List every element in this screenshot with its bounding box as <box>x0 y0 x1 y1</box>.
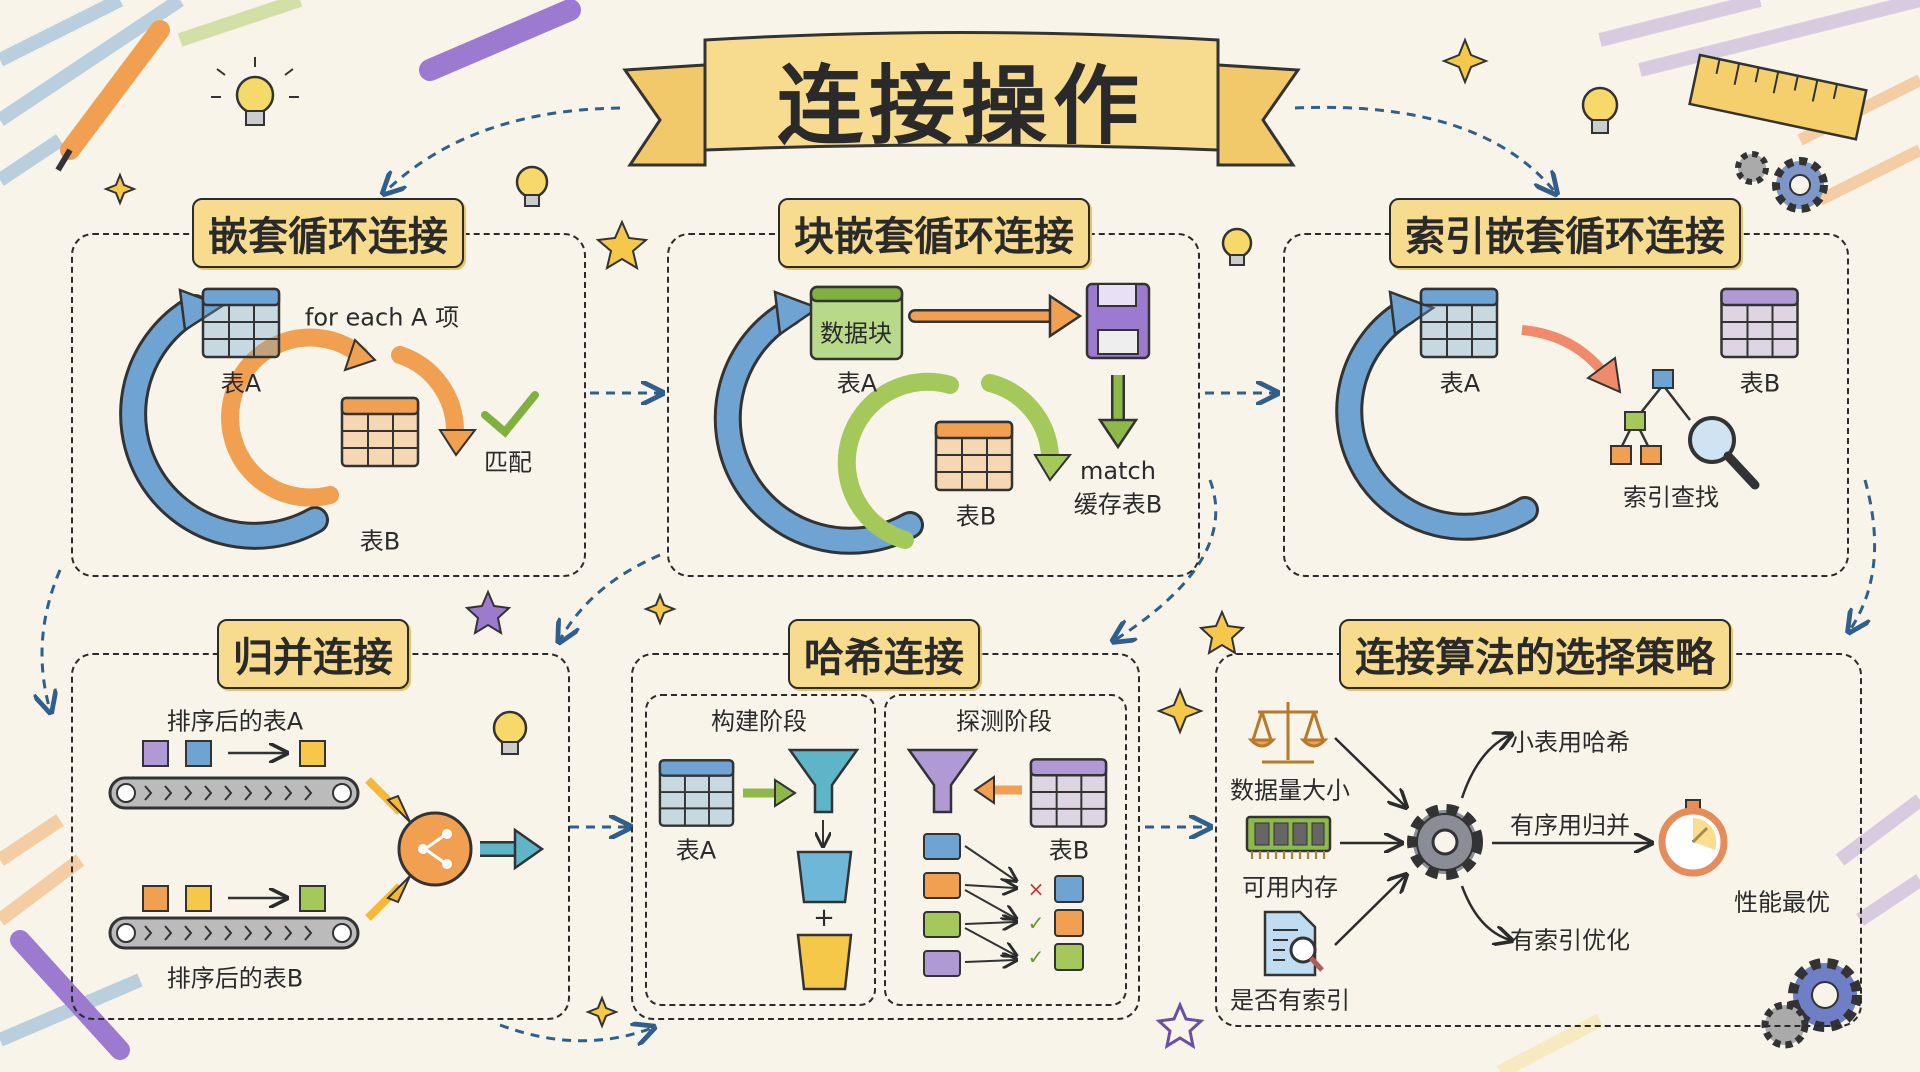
memory-icon <box>1245 815 1332 859</box>
checkmark-icon <box>481 391 539 438</box>
index-lookup-label: 索引查找 <box>1623 483 1719 512</box>
arrow-right-icon <box>513 827 545 871</box>
lightbulb-icon <box>515 165 549 207</box>
flow-connectors <box>42 105 1877 1040</box>
star-icon <box>1155 1001 1205 1050</box>
lightbulb-icon <box>1221 227 1253 266</box>
gear-icon <box>1735 151 1769 185</box>
panel-title: 哈希连接 <box>788 619 980 689</box>
input-memory: 可用内存 <box>1242 873 1338 902</box>
arrow-right-icon <box>774 778 797 808</box>
funnel-icon <box>906 748 979 814</box>
bucket-icon <box>796 933 853 991</box>
panel-index-nested-loop-join <box>1283 233 1849 577</box>
page-title: 连接操作 <box>777 56 1145 157</box>
probe-phase-box <box>884 694 1127 1006</box>
build-phase-box <box>645 694 876 1006</box>
hash-join-graphics <box>658 748 1108 991</box>
match-label: match <box>1080 457 1156 485</box>
table-b-label: 表B <box>1739 369 1781 398</box>
document-search-icon <box>1263 910 1324 977</box>
index-nested-loop-graphics <box>1335 287 1799 541</box>
title-banner <box>622 31 1301 167</box>
merge-icon <box>397 811 473 887</box>
panel-title: 嵌套循环连接 <box>192 198 464 268</box>
probe-phase-label: 探测阶段 <box>956 707 1052 736</box>
star-icon <box>464 589 512 636</box>
gear-icon <box>1407 804 1483 880</box>
block-nested-loop-graphics <box>713 282 1151 555</box>
pencil-icon <box>10 930 130 1060</box>
magnifier-icon <box>1688 416 1760 490</box>
match-label: 匹配 <box>484 448 532 477</box>
merge-join-graphics <box>108 740 545 950</box>
no-match-mark: × <box>1027 877 1045 901</box>
data-block-label: 数据块 <box>820 319 892 348</box>
sorted-b-label: 排序后的表B <box>166 964 304 993</box>
crayon-icon <box>419 0 581 81</box>
panel-title: 块嵌套循环连接 <box>778 198 1090 268</box>
loop-text: for each A 项 <box>304 303 460 332</box>
conveyor-belt-icon <box>108 776 360 810</box>
panel-title: 归并连接 <box>217 619 409 689</box>
bucket-icon <box>796 850 853 904</box>
plus-sign: + <box>813 903 835 933</box>
input-index: 是否有索引 <box>1230 986 1350 1015</box>
result-label: 性能最优 <box>1734 888 1830 917</box>
table-b-label: 表B <box>955 502 997 531</box>
gear-icon <box>1772 157 1828 213</box>
table-a-label: 表A <box>1439 369 1481 398</box>
input-data-size: 数据量大小 <box>1230 776 1350 805</box>
table-a-label: 表A <box>220 369 262 398</box>
build-phase-label: 构建阶段 <box>711 707 807 736</box>
strategy-graphics <box>1245 702 1728 977</box>
arrow-left-icon <box>973 775 995 805</box>
panel-merge-join <box>71 653 570 1020</box>
cache-label: 缓存表B <box>1073 490 1163 519</box>
lightbulb-icon <box>1581 86 1619 134</box>
conveyor-belt-icon <box>108 916 360 950</box>
stopwatch-icon <box>1658 799 1728 877</box>
table-a-label: 表A <box>675 836 717 865</box>
match-mark: ✓ <box>1027 945 1045 969</box>
table-b-label: 表B <box>359 527 401 556</box>
lightbulb-icon <box>211 57 299 126</box>
panel-nested-loop-join <box>71 233 586 577</box>
index-tree-icon <box>1610 369 1691 465</box>
panel-block-nested-loop-join <box>667 233 1200 577</box>
floppy-disk-icon <box>1085 282 1151 360</box>
ruler-icon <box>1688 53 1868 141</box>
match-mark: ✓ <box>1027 911 1045 935</box>
star-icon <box>103 37 1489 1029</box>
lightbulb-icon <box>492 710 528 755</box>
output-merge: 有序用归并 <box>1510 811 1630 840</box>
table-b-label: 表B <box>1048 836 1090 865</box>
scale-icon <box>1247 702 1329 764</box>
pencil-icon <box>55 20 170 172</box>
output-index: 有索引优化 <box>1510 926 1630 955</box>
funnel-icon <box>787 748 860 814</box>
table-a-label: 表A <box>836 369 878 398</box>
panel-title: 索引嵌套循环连接 <box>1389 198 1741 268</box>
sorted-a-label: 排序后的表A <box>166 707 304 736</box>
panel-title: 连接算法的选择策略 <box>1339 619 1731 689</box>
arrow-icon <box>1521 325 1609 379</box>
nested-loop-graphics <box>119 287 539 550</box>
output-hash: 小表用哈希 <box>1510 728 1630 757</box>
